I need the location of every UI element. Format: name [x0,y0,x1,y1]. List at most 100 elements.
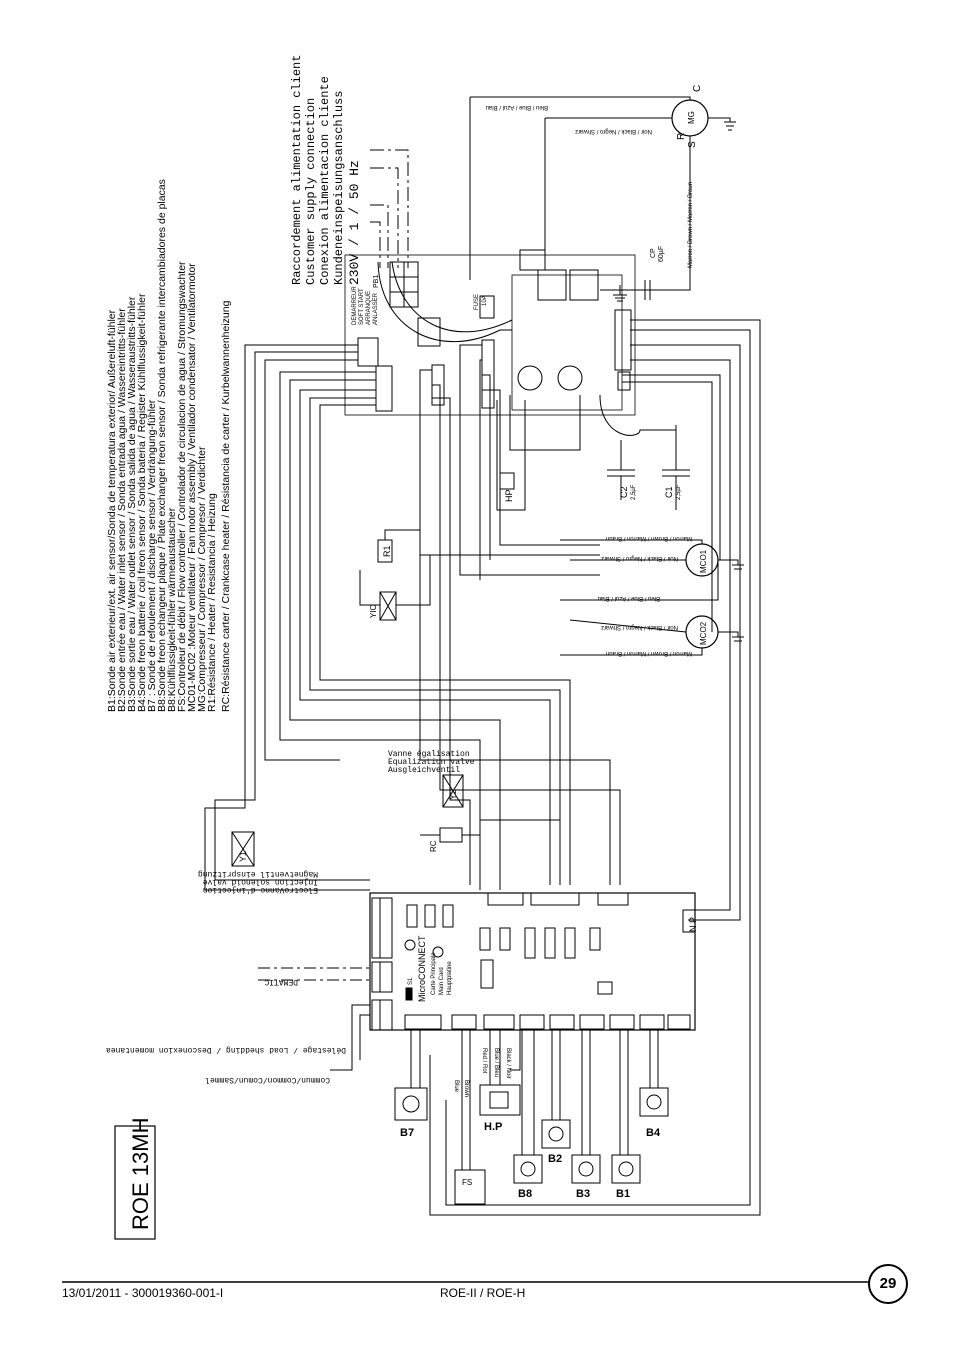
svg-text:C2: C2 [619,486,629,498]
svg-text:Carte Principale: Carte Principale [431,952,437,995]
svg-text:PB1: PB1 [373,275,380,288]
svg-text:Noir / Black / Negro / Shwarz: Noir / Black / Negro / Shwarz [601,624,678,630]
svg-text:S: S [687,141,698,148]
svg-text:RC:Résistance carter / Crankca: RC:Résistance carter / Crankcase heater … [220,300,232,712]
svg-text:Marron / Brown / Marron / Brau: Marron / Brown / Marron / Braun [606,535,692,541]
svg-text:Marron / Brown / Marron / Brau: Marron / Brown / Marron / Braun [688,182,694,268]
svg-text:RC: RC [429,840,438,852]
svg-text:B8:Kühlflüssigkeit-fühler wärm: B8:Kühlflüssigkeit-fühler wärmeaustausch… [166,507,178,712]
svg-text:Magnetventil einspritzung: Magnetventil einspritzung [198,869,318,878]
svg-text:Y2: Y2 [448,789,458,800]
sensor-b8: B8 [513,1154,543,1200]
capacitor-cp: CP 60µF [600,246,690,300]
svg-text:Bleu / Blue / Azul / Blau: Bleu / Blue / Azul / Blau [598,595,660,601]
svg-text:S1: S1 [408,977,414,985]
svg-text:Equalization valve: Equalization valve [388,758,475,767]
svg-text:Marron / Brown / Marron / Brau: Marron / Brown / Marron / Braun [606,650,692,656]
svg-text:Main Card: Main Card [439,967,445,995]
svg-text:Bleu / Blue / Azul / Blau: Bleu / Blue / Azul / Blau [486,104,548,110]
svg-text:Noir / Black / Negro / Shwarz: Noir / Black / Negro / Shwarz [575,128,652,134]
svg-text:B3: B3 [576,1188,590,1200]
svg-text:60µF: 60µF [658,246,665,262]
svg-text:Injection solenoid valve: Injection solenoid valve [203,877,318,886]
svg-text:Ausgleichventil: Ausgleichventil [388,766,460,775]
svg-text:230V / 1 / 50 Hz: 230V / 1 / 50 Hz [347,160,362,285]
valve-yic: YIC [369,591,397,621]
board-labels: MicroCONNECT Carte Principale Main Card … [408,917,698,1002]
svg-text:R1:Résistance / Heater / Resis: R1:Résistance / Heater / Resistancia / H… [206,493,218,712]
svg-text:MC01-MC02 :Moteur ventilateur: MC01-MC02 :Moteur ventilateur / Fan moto… [186,263,198,712]
supply-wires [370,149,409,268]
svg-text:CP: CP [650,248,657,258]
svg-text:Y1: Y1 [238,851,248,862]
crankcase-heater-rc: RC [429,827,463,852]
dematic-wires [258,967,370,981]
svg-text:Customer supply connection: Customer supply connection [304,98,318,285]
svg-text:R: R [676,133,687,140]
svg-text:HP: HP [504,489,514,502]
svg-text:Blue / Bleu: Blue / Bleu [493,1048,499,1077]
svg-text:FS:Controleur de débit / Flow: FS:Controleur de débit / Flow controller… [176,261,188,712]
fuse: FUSE 10A [474,294,495,319]
legend: B1:Sonde air exterieur/ext. air sensor/S… [106,179,232,712]
svg-text:MG:Compresseur / Compressor /: MG:Compresseur / Compressor / Compresor … [196,446,208,712]
model-title: ROE 13MH [128,1118,153,1230]
valve-y1: Y1 ElectroVanne d'injection Injection so… [198,831,318,894]
svg-text:MG: MG [687,111,696,124]
svg-text:Noir / Black / Negro / Shwarz: Noir / Black / Negro / Shwarz [601,555,678,561]
svg-text:B8:Sonde freon echangeur plaqu: B8:Sonde freon echangeur plaque / Plate … [156,179,168,712]
capacitor-c2: C2 2,5µF [607,440,637,500]
svg-text:B3:Sonde sortie eau / Water ou: B3:Sonde sortie eau / Water outlet senso… [126,296,138,712]
sensor-b7: B7 [394,1087,428,1139]
flow-switch-fs: FS [454,1169,486,1205]
heater-r1: R1 [377,539,393,563]
supply-connection-text: Raccordement alimentation client Custome… [290,55,362,285]
svg-text:C: C [692,85,703,92]
svg-text:MCO2: MCO2 [699,621,708,645]
svg-text:Blue: Blue [453,1080,459,1093]
svg-text:B2:Sonde entrée eau / Water in: B2:Sonde entrée eau / Water inlet sensor… [116,308,128,712]
svg-text:B4:Sonde freon batterie / coil: B4:Sonde freon batterie / coil freon sen… [136,293,148,712]
svg-text:H.P: H.P [484,1121,502,1133]
svg-text:10A: 10A [482,295,488,306]
svg-text:N P: N P [688,917,698,932]
svg-text:YIC: YIC [369,604,378,618]
valve-y2: Y2 Vanne égalisation Equalization valve … [388,750,475,808]
hp-pressostat: H.P [479,1084,521,1133]
svg-text:C1: C1 [664,486,674,498]
sensor-b4: B4 [639,1087,669,1139]
svg-text:SOFT START: SOFT START [359,288,365,325]
svg-text:B7 : Sonde de refoulement / di: B7 : Sonde de refoulement / discharge se… [146,399,158,712]
svg-text:Kundeneinspeisungsanschluss: Kundeneinspeisungsanschluss [332,91,346,285]
svg-text:B8: B8 [518,1188,532,1200]
svg-text:R1: R1 [382,545,392,557]
svg-text:Hauptplatine: Hauptplatine [447,961,453,995]
svg-text:2,5µF: 2,5µF [676,484,682,500]
softstart-label: DEMARREUR SOFT START ARRANQUE ANLASSER [352,286,379,325]
svg-text:ARRANQUE: ARRANQUE [366,291,372,325]
svg-text:B7: B7 [400,1127,414,1139]
svg-text:FS: FS [462,1178,472,1187]
wire-harness [204,249,761,1216]
sensor-b2: B2 [541,1119,571,1165]
svg-text:ANLASSER: ANLASSER [373,292,379,325]
svg-text:Black / Noir: Black / Noir [505,1048,511,1079]
svg-text:Vanne égalisation: Vanne égalisation [388,750,470,759]
svg-text:Brown: Brown [463,1080,469,1097]
capacitor-c1: C1 2,5µF [662,425,690,510]
svg-text:MicroCONNECT: MicroCONNECT [417,935,427,1002]
svg-text:B4: B4 [646,1127,661,1139]
svg-text:DEMARREUR: DEMARREUR [352,286,358,325]
sensor-b3: B3 [571,1154,601,1200]
hp-switch: HP [499,472,515,502]
sensor-b1: B1 [611,1154,641,1200]
svg-text:B1: B1 [616,1188,630,1200]
svg-text:DEMATIC: DEMATIC [264,977,298,986]
svg-text:B2: B2 [548,1153,562,1165]
title-box [114,1125,156,1240]
svg-text:B1:Sonde air exterieur/ext. ai: B1:Sonde air exterieur/ext. air sensor/S… [106,309,118,712]
svg-text:Conexion alimentacion cliente: Conexion alimentacion cliente [318,76,332,285]
svg-text:Red / Rot: Red / Rot [481,1048,487,1074]
svg-text:Délestage / Load shedding / De: Délestage / Load shedding / Desconexion … [106,1045,346,1054]
svg-text:FUSE: FUSE [474,294,480,310]
